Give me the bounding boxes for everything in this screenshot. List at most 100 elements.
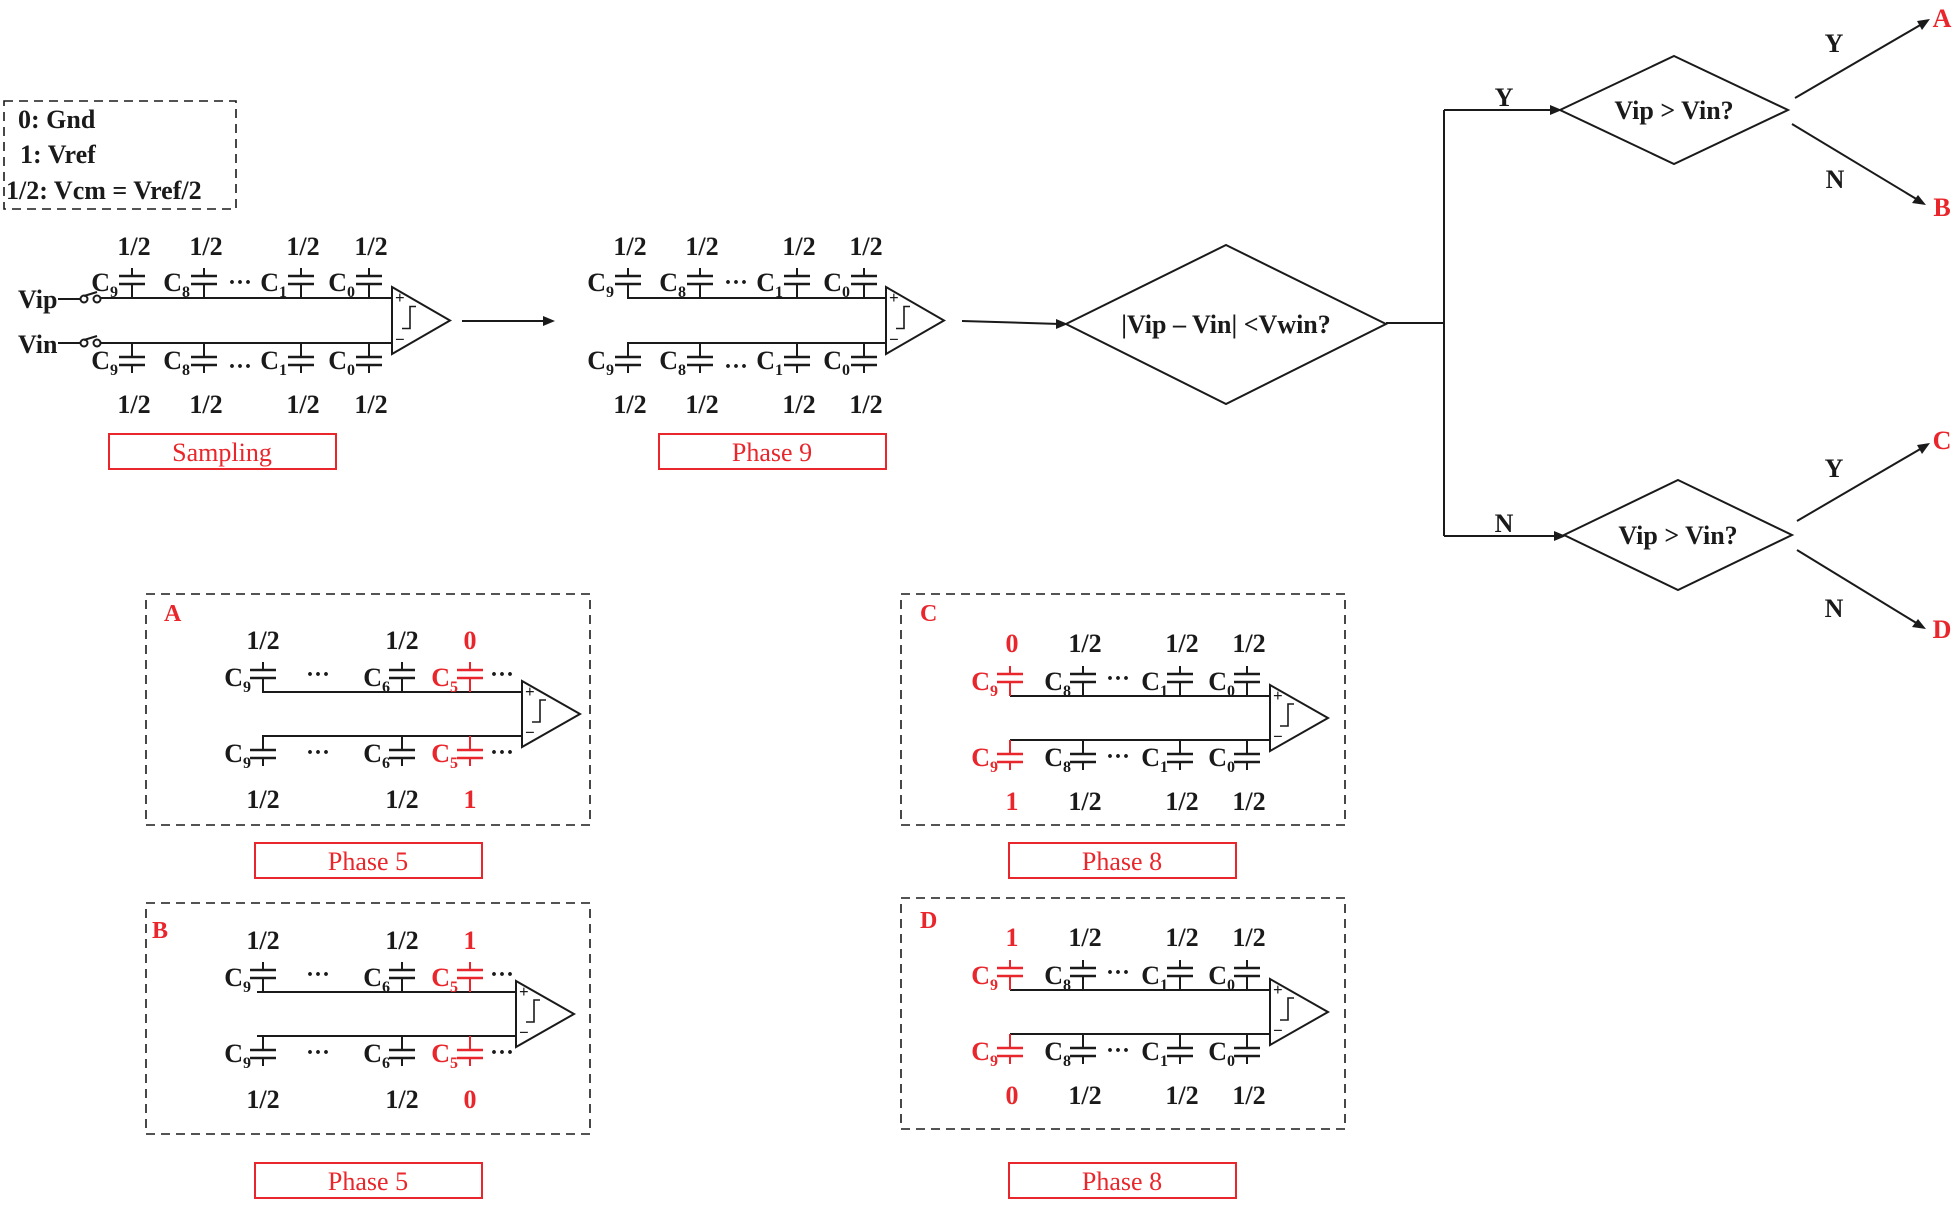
comparator-plus: + xyxy=(1273,980,1283,999)
sampling-val-c8-n: 1/2 xyxy=(189,390,222,419)
panel-c-val-c1-p: 1/2 xyxy=(1165,629,1198,658)
cap-name-base: C xyxy=(91,268,110,297)
comparator-triangle xyxy=(515,979,577,1049)
panel-a-val-c6-n: 1/2 xyxy=(385,785,418,814)
phase-d-label-box xyxy=(1008,1162,1237,1199)
phase9-cap-c8-n xyxy=(687,343,713,373)
cap-name-base: C xyxy=(328,346,347,375)
outcome-b: B xyxy=(1933,193,1950,222)
cap-name-sub: 0 xyxy=(1227,977,1235,994)
cap-name-c9: C9 xyxy=(971,667,998,700)
cap-name-base: C xyxy=(587,346,606,375)
cap-name-base: C xyxy=(260,268,279,297)
cap-name-base: C xyxy=(224,739,243,768)
panel-b-tag: B xyxy=(152,918,168,944)
sampling-val-c9-p: 1/2 xyxy=(117,232,150,261)
cap-name-base: C xyxy=(971,667,990,696)
panel-c-val-c9-n: 1 xyxy=(1006,787,1019,816)
panel-d-val-c1-n: 1/2 xyxy=(1165,1081,1198,1110)
phase9-val-c1-p: 1/2 xyxy=(782,232,815,261)
cap-name-base: C xyxy=(224,663,243,692)
phase9-cap-c9-p xyxy=(615,268,641,298)
sampling-cap-c9-n xyxy=(119,343,145,373)
cap-name-c1: C1 xyxy=(756,346,783,379)
cap-name-c6: C6 xyxy=(363,739,390,772)
panel-c-frame xyxy=(900,593,1346,826)
panel-a-val-c6-p: 1/2 xyxy=(385,626,418,655)
cap-name-sub: 8 xyxy=(678,284,686,301)
sampling-cap-c8-p xyxy=(191,268,217,298)
panel-d-tag: D xyxy=(920,908,937,934)
panel-c-cap-c0-n xyxy=(1234,740,1260,770)
cap-name-sub: 6 xyxy=(382,679,390,696)
comparator-plus: + xyxy=(1273,686,1283,705)
hysteresis-icon xyxy=(402,305,416,330)
cap-name-base: C xyxy=(1044,961,1063,990)
cap-name-base: C xyxy=(971,961,990,990)
phase9-ellipsis-p: ··· xyxy=(724,270,748,296)
panel-c-cap-c1-n xyxy=(1167,740,1193,770)
cap-name-sub: 1 xyxy=(1160,1053,1168,1070)
panel-d-cap-c8-p xyxy=(1070,960,1096,990)
panel-b-cap-c6-n xyxy=(389,1036,415,1066)
comparator-minus: − xyxy=(519,1023,529,1042)
phase9-cap-c1-p xyxy=(784,268,810,298)
comparator-triangle xyxy=(1269,977,1331,1047)
cap-name-sub: 9 xyxy=(990,759,998,776)
cap-name-base: C xyxy=(756,268,775,297)
cap-name-c8: C8 xyxy=(1044,743,1071,776)
comparator-minus: − xyxy=(1273,1021,1283,1040)
arrow-phase9-window xyxy=(961,320,1061,325)
branch-no-label: N xyxy=(1495,509,1514,538)
sampling-ellipsis-p: ··· xyxy=(228,270,252,296)
panel-d-val-c9-n: 0 xyxy=(1006,1081,1019,1110)
panel-d-cap-c1-n xyxy=(1167,1034,1193,1064)
lower-decision-text: Vip > Vin? xyxy=(1618,521,1737,550)
cap-name-sub: 6 xyxy=(382,755,390,772)
panel-a-cap-c5-p xyxy=(457,662,483,692)
sampling-cap-c9-p xyxy=(119,268,145,298)
cap-name-c9: C9 xyxy=(224,963,251,996)
phase9-cap-c9-n xyxy=(615,343,641,373)
cap-name-c8: C8 xyxy=(163,268,190,301)
cap-name-c6: C6 xyxy=(363,663,390,696)
panel-d-val-c0-p: 1/2 xyxy=(1232,923,1265,952)
phase9-val-c8-n: 1/2 xyxy=(685,390,718,419)
sampling-val-c0-p: 1/2 xyxy=(354,232,387,261)
cap-name-base: C xyxy=(363,1039,382,1068)
cap-name-sub: 0 xyxy=(347,362,355,379)
cap-name-c8: C8 xyxy=(1044,1037,1071,1070)
panel-d-cap-c9-n xyxy=(997,1034,1023,1064)
cap-name-sub: 1 xyxy=(1160,977,1168,994)
cap-name-base: C xyxy=(1044,667,1063,696)
cap-name-c0: C0 xyxy=(1208,743,1235,776)
phase-b-label: Phase 5 xyxy=(328,1167,408,1196)
panel-d-frame xyxy=(900,897,1346,1130)
panel-a-ellipsis-n1: ··· xyxy=(306,740,330,766)
cap-name-c5: C5 xyxy=(431,963,458,996)
comparator-triangle xyxy=(885,285,946,356)
vin-label: Vin xyxy=(18,330,58,359)
cap-name-c9: C9 xyxy=(971,961,998,994)
cap-name-base: C xyxy=(431,1039,450,1068)
upper-yes-label: Y xyxy=(1825,29,1844,58)
cap-name-sub: 9 xyxy=(990,977,998,994)
arrowhead xyxy=(543,316,555,326)
cap-name-base: C xyxy=(1141,667,1160,696)
comparator-plus: + xyxy=(395,288,405,307)
cap-name-sub: 6 xyxy=(382,979,390,996)
panel-a-cap-c6-n xyxy=(389,736,415,766)
panel-a-comparator: +− xyxy=(521,679,583,749)
cap-name-sub: 0 xyxy=(1227,683,1235,700)
cap-name-c9: C9 xyxy=(91,268,118,301)
outcome-c: C xyxy=(1933,426,1952,455)
panel-b-cap-c5-p xyxy=(457,962,483,992)
panel-b-frame xyxy=(145,902,591,1135)
cap-name-base: C xyxy=(1208,667,1227,696)
phase-a-label-box xyxy=(254,842,483,879)
cap-name-sub: 0 xyxy=(1227,759,1235,776)
cap-name-c1: C1 xyxy=(1141,961,1168,994)
cap-name-base: C xyxy=(659,346,678,375)
sampling-val-c0-n: 1/2 xyxy=(354,390,387,419)
cap-name-sub: 9 xyxy=(606,362,614,379)
